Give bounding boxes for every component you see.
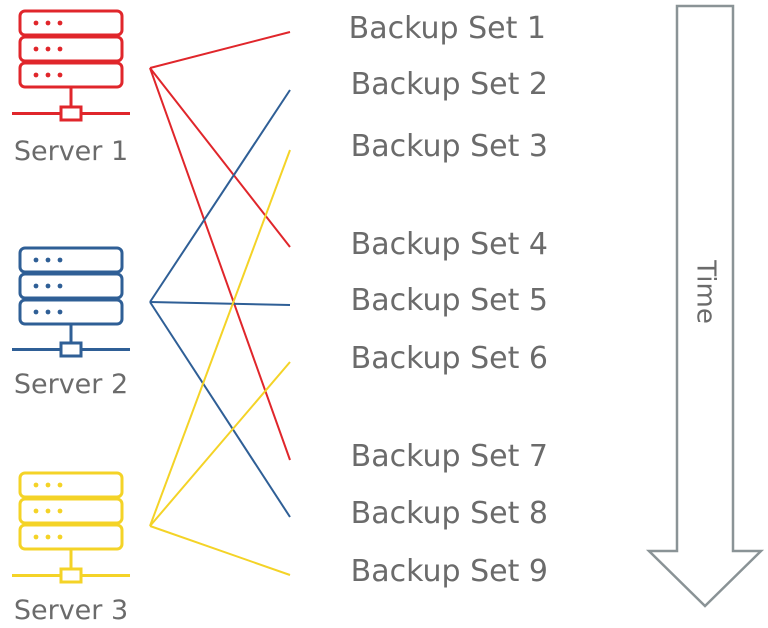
backup-set-labels: Backup Set 1 Backup Set 2 Backup Set 3 B…: [349, 11, 548, 589]
server-1: Server 1: [12, 9, 130, 167]
link-server3-set9: [149, 525, 291, 576]
backup-set-7-label: Backup Set 7: [351, 439, 548, 474]
server-2-label: Server 2: [14, 369, 128, 400]
down-arrow-icon: [645, 4, 765, 608]
time-arrow: Time: [645, 4, 765, 608]
server-1-label: Server 1: [14, 136, 128, 167]
backup-set-8-label: Backup Set 8: [351, 496, 548, 531]
time-label: Time: [691, 259, 721, 324]
server-3-icon: [12, 471, 130, 584]
link-server2-set8: [149, 301, 291, 518]
backup-set-2-label: Backup Set 2: [351, 67, 548, 102]
link-server2-set2: [149, 89, 291, 303]
link-server2-set5: [149, 301, 291, 306]
link-server1-set7: [149, 67, 291, 461]
backup-set-9-label: Backup Set 9: [351, 554, 548, 589]
link-server1-set1: [149, 31, 291, 69]
server-3-label: Server 3: [14, 595, 128, 626]
backup-set-1-label: Backup Set 1: [349, 11, 546, 46]
server-3: Server 3: [12, 471, 130, 626]
backup-set-4-label: Backup Set 4: [351, 227, 548, 262]
server-1-icon: [12, 9, 130, 122]
server-2: Server 2: [12, 246, 130, 400]
link-server1-set4: [149, 67, 291, 248]
connection-lines: [149, 31, 291, 576]
backup-set-6-label: Backup Set 6: [351, 341, 548, 376]
backup-set-5-label: Backup Set 5: [351, 283, 548, 318]
link-server3-set3: [149, 149, 291, 527]
server-2-icon: [12, 246, 130, 358]
backup-set-3-label: Backup Set 3: [351, 129, 548, 164]
link-server3-set6: [149, 361, 291, 527]
